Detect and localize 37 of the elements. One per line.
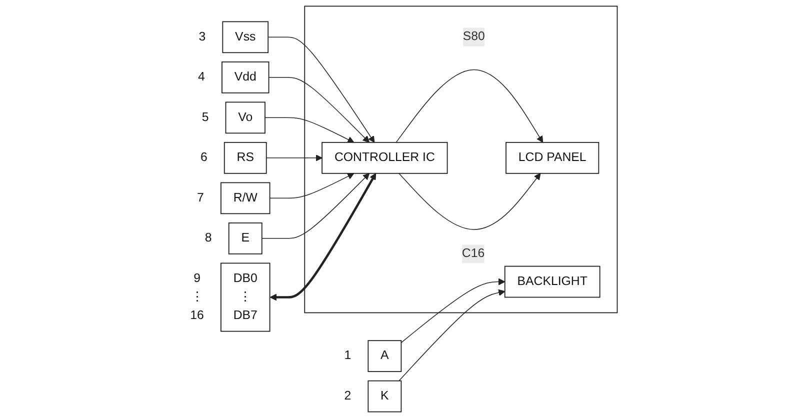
arrow bbox=[398, 173, 541, 230]
node-box: LCD PANEL bbox=[506, 142, 600, 174]
arrow bbox=[268, 77, 370, 143]
node-label: 16 bbox=[190, 308, 204, 322]
arrow bbox=[266, 154, 322, 162]
cluster bbox=[304, 6, 618, 314]
node-label: 6 bbox=[200, 150, 208, 164]
arrow bbox=[262, 173, 370, 239]
arrow bbox=[398, 289, 506, 382]
node-box: Vo bbox=[225, 102, 266, 134]
node-label: 9 bbox=[194, 272, 200, 285]
arrow bbox=[268, 36, 375, 143]
node-label: 3 bbox=[198, 30, 206, 44]
edge-label: S80 bbox=[462, 30, 485, 44]
node-label: 8 bbox=[204, 231, 212, 245]
edge-label: C16 bbox=[462, 246, 485, 260]
arrow bbox=[396, 69, 544, 143]
node-label: 7 bbox=[197, 191, 204, 204]
node-box: DB0 ⋮ DB7 bbox=[220, 262, 270, 332]
node-box: RS bbox=[224, 142, 267, 174]
node-box: Vdd bbox=[222, 61, 270, 94]
arrow bbox=[400, 278, 506, 344]
node-box: K bbox=[368, 380, 402, 412]
arrow bbox=[270, 173, 376, 301]
node-box: R/W bbox=[220, 182, 270, 214]
node-label: ⋮ bbox=[190, 290, 204, 304]
node-box: CONTROLLER IC bbox=[322, 142, 448, 174]
node-label: 1 bbox=[344, 349, 352, 362]
node-box: BACKLIGHT bbox=[504, 266, 600, 298]
node-label: 2 bbox=[344, 389, 352, 403]
arrow bbox=[269, 173, 354, 199]
node-label: 5 bbox=[202, 110, 209, 124]
node-box: A bbox=[368, 340, 402, 372]
node-label: 4 bbox=[198, 70, 205, 84]
arrow bbox=[264, 117, 354, 143]
node-box: E bbox=[228, 222, 262, 254]
node-box: Vss bbox=[222, 21, 269, 54]
